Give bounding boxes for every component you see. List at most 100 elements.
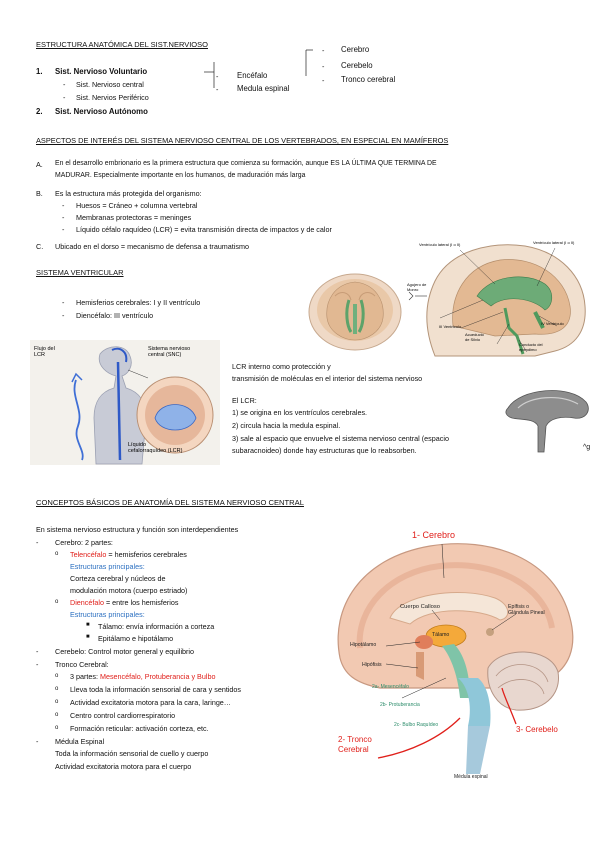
point-b-line1: Es la estructura más protegida del organ… bbox=[55, 189, 202, 198]
right-cerebelo: Cerebelo bbox=[341, 61, 373, 70]
dash: - bbox=[63, 93, 66, 102]
section1-title: ESTRUCTURA ANATÓMICA DEL SIST.NERVIOSO bbox=[36, 40, 208, 49]
tronco-partes-red: Mesencéfalo, Protuberancia y Bulbo bbox=[99, 672, 216, 681]
lcr-head: El LCR: bbox=[232, 396, 257, 405]
bullet: o bbox=[55, 699, 59, 705]
label-cerebelo: 3- Cerebelo bbox=[516, 725, 558, 734]
label-medula: Médula espinal bbox=[454, 774, 488, 780]
estructuras-label: Estructuras principales: bbox=[70, 610, 145, 619]
bullet: o bbox=[55, 673, 59, 679]
telencefalo-name: Telencéfalo bbox=[70, 550, 107, 559]
dien-sub-1: Tálamo: envía información a corteza bbox=[98, 622, 215, 631]
label-protuberancia: 2b- Protuberancia bbox=[380, 702, 420, 708]
label-bulbo: 2c- Bulbo Raquídeo bbox=[394, 722, 438, 728]
lcr-point-1: 1) se origina en los ventrículos cerebra… bbox=[232, 408, 368, 417]
dash: - bbox=[216, 72, 219, 81]
section2-title: ASPECTOS DE INTERÉS DEL SISTEMA NERVIOSO… bbox=[36, 136, 449, 145]
right-tronco: Tronco cerebral bbox=[341, 75, 396, 84]
label-cuerpo-calloso: Cuerpo Calloso bbox=[400, 604, 440, 610]
point-a-line2: MADURAR. Especialmente importante en los… bbox=[55, 172, 306, 179]
dash: - bbox=[63, 80, 66, 89]
tronco-item-4: Formación reticular: activación corteza,… bbox=[70, 724, 209, 733]
bullet: o bbox=[55, 551, 59, 557]
point-c-line1: Ubicado en el dorso = mecanismo de defen… bbox=[55, 242, 249, 251]
diencefalo-rest: = entre los hemisferios bbox=[103, 598, 179, 607]
bullet: o bbox=[55, 599, 59, 605]
lcr-point-3: 3) sale al espacio que envuelve el siste… bbox=[232, 434, 449, 443]
dash: - bbox=[62, 311, 65, 320]
point-a-line1: En el desarrollo embrionario es la prime… bbox=[55, 160, 437, 167]
mid-medula: Medula espinal bbox=[237, 84, 290, 93]
label-hipotalamo: Hipotálamo bbox=[350, 642, 376, 648]
ventricle-item-2: Diencéfalo: III ventrículo bbox=[76, 311, 154, 320]
lcr-point-4: subaracnoideo) donde hay estructuras que… bbox=[232, 446, 417, 455]
label-vl1: Ventrículo lateral (I o II) bbox=[419, 242, 461, 247]
dash: - bbox=[322, 76, 325, 85]
medula-sub-1: Toda la información sensorial de cuello … bbox=[55, 749, 209, 758]
label-iv: IV Ventrículo bbox=[541, 321, 564, 326]
intro-line: En sistema nervioso estructura y función… bbox=[36, 525, 239, 534]
estructuras-label: Estructuras principales: bbox=[70, 562, 145, 571]
ventricles-sagittal-image: Ventrículo lateral (I o II) Ventrículo l… bbox=[407, 240, 586, 357]
point-b-sub-2: Membranas protectoras = meninges bbox=[76, 213, 192, 222]
dash: - bbox=[36, 538, 39, 547]
right-cerebro: Cerebro bbox=[341, 45, 370, 54]
medula-sub-2: Actividad excitatoria motora para el cue… bbox=[55, 762, 192, 771]
item1-num: 1. bbox=[36, 67, 43, 76]
dash: - bbox=[62, 201, 65, 210]
point-b-letter: B. bbox=[36, 189, 43, 198]
mid-encefalo: Encéfalo bbox=[237, 71, 268, 80]
tronco-partes-pre: 3 partes: bbox=[70, 672, 100, 681]
diencefalo-name: Diencéfalo bbox=[70, 598, 104, 607]
label-mesencefalo: 2a- Mesencéfalo bbox=[372, 684, 409, 690]
tel-line-2: modulación motora (cuerpo estriado) bbox=[70, 586, 188, 595]
point-b-sub-3: Líquido céfalo raquídeo (LCR) = evita tr… bbox=[76, 225, 332, 234]
dash: - bbox=[322, 62, 325, 71]
point-a-letter: A. bbox=[36, 160, 43, 169]
tronco-item-3: Centro control cardiorrespiratorio bbox=[70, 711, 176, 720]
label-iii: III Ventrículo bbox=[439, 324, 462, 329]
ventricle-cast-image bbox=[505, 390, 589, 453]
dash: - bbox=[62, 225, 65, 234]
item1-sub-1: Sist. Nervioso central bbox=[76, 80, 144, 89]
lcr-point-2: 2) circula hacia la medula espinal. bbox=[232, 421, 341, 430]
label-vl2: Ventrículo lateral (I o II) bbox=[533, 240, 575, 245]
stray-glyph: ^g bbox=[583, 444, 591, 451]
section3-title: SISTEMA VENTRICULAR bbox=[36, 268, 124, 277]
label-talamo: Tálamo bbox=[432, 632, 449, 638]
bullet: o bbox=[55, 712, 59, 718]
item2-label: Sist. Nervioso Autónomo bbox=[55, 107, 148, 116]
dash: - bbox=[36, 737, 39, 746]
dash: - bbox=[36, 660, 39, 669]
diencefalo-line: Diencéfalo = entre los hemisferios bbox=[70, 598, 178, 607]
dash: - bbox=[36, 647, 39, 656]
bullet: o bbox=[55, 686, 59, 692]
dash: - bbox=[216, 85, 219, 94]
dash: - bbox=[62, 298, 65, 307]
item1-sub-2: Sist. Nervios Periférico bbox=[76, 93, 149, 102]
telencefalo-rest: = hemisferios cerebrales bbox=[106, 550, 187, 559]
telencefalo-line: Telencéfalo = hemisferios cerebrales bbox=[70, 550, 187, 559]
label-hipofisis: Hipófisis bbox=[362, 662, 382, 668]
cerebro-line: Cerebro: 2 partes: bbox=[55, 538, 113, 547]
tronco-partes: 3 partes: Mesencéfalo, Protuberancia y B… bbox=[70, 672, 215, 681]
bullet: o bbox=[55, 725, 59, 731]
cerebelo-line: Cerebelo: Control motor general y equili… bbox=[55, 647, 195, 656]
dash: - bbox=[322, 46, 325, 55]
section4-title: CONCEPTOS BÁSICOS DE ANATOMÍA DEL SISTEM… bbox=[36, 498, 304, 507]
bullet: ■ bbox=[86, 634, 90, 640]
tronco-line: Tronco Cerebral: bbox=[55, 660, 109, 669]
ventricle-item-1: Hemisferios cerebrales: I y II ventrícul… bbox=[76, 298, 201, 307]
tronco-item-1: Lleva toda la información sensorial de c… bbox=[70, 685, 241, 694]
lcr-line2: transmisión de moléculas en el interior … bbox=[232, 374, 423, 383]
bullet: ■ bbox=[86, 622, 90, 628]
